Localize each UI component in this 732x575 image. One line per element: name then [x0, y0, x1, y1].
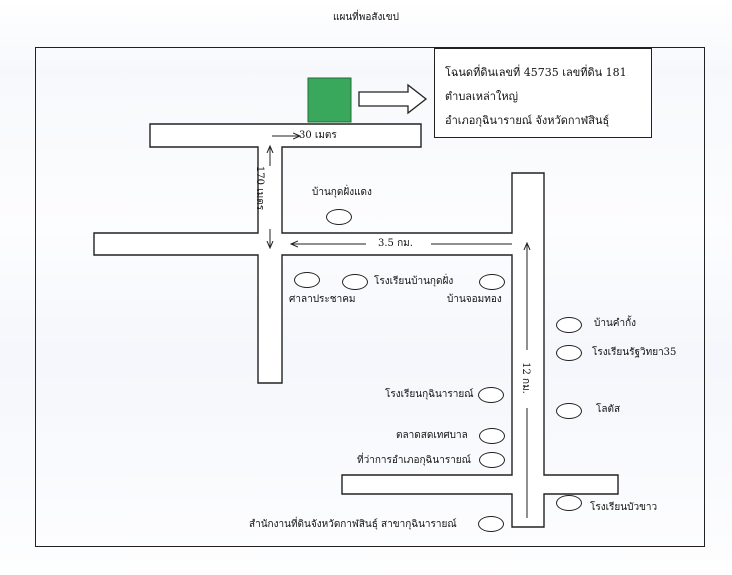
place-label: โรงเรียนรัฐวิทยา35 — [592, 347, 677, 358]
road-outline — [93, 123, 619, 528]
deed-district: อำเภอกุฉินารายณ์ จังหวัดกาฬสินธุ์ — [445, 114, 610, 127]
deed-subdistrict: ตำบลเหล่าใหญ่ — [445, 90, 518, 103]
distance-label-middle: 3.5 กม. — [378, 238, 413, 249]
place-label: บ้านคำกั้ง — [594, 318, 637, 329]
place-label: โลตัส — [596, 404, 621, 415]
place-label: โรงเรียนบัวขาว — [590, 502, 658, 513]
distance-label-long: 12 กม. — [519, 362, 531, 394]
place-label: โรงเรียนบ้านกุดฝั่ง — [374, 276, 454, 287]
place-label: ที่ว่าการอำเภอกุฉินารายณ์ — [357, 455, 471, 466]
distance-label-top: 30 เมตร — [299, 130, 337, 141]
place-label: บ้านจอมทอง — [447, 294, 502, 305]
place-label: ตลาดสดเทศบาล — [396, 430, 468, 441]
pointer-arrow — [358, 83, 428, 115]
place-label: บ้านกุดฝั่งแดง — [312, 187, 372, 198]
place-label: โรงเรียนกุฉินารายณ์ — [385, 389, 474, 400]
map-frame — [35, 47, 705, 547]
place-label: สำนักงานที่ดินจังหวัดกาฬสินธุ์ สาขากุฉิน… — [249, 519, 457, 530]
distance-label-vertical: 170 เมตร — [254, 165, 266, 211]
map-title: แผนที่พอสังเขป — [333, 12, 399, 23]
land-plot — [307, 77, 352, 123]
place-label: ศาลาประชาคม — [289, 294, 356, 305]
deed-number: โฉนดที่ดินเลขที่ 45735 เลขที่ดิน 181 — [445, 66, 627, 79]
deed-info-box: โฉนดที่ดินเลขที่ 45735 เลขที่ดิน 181 ตำบ… — [434, 48, 652, 138]
